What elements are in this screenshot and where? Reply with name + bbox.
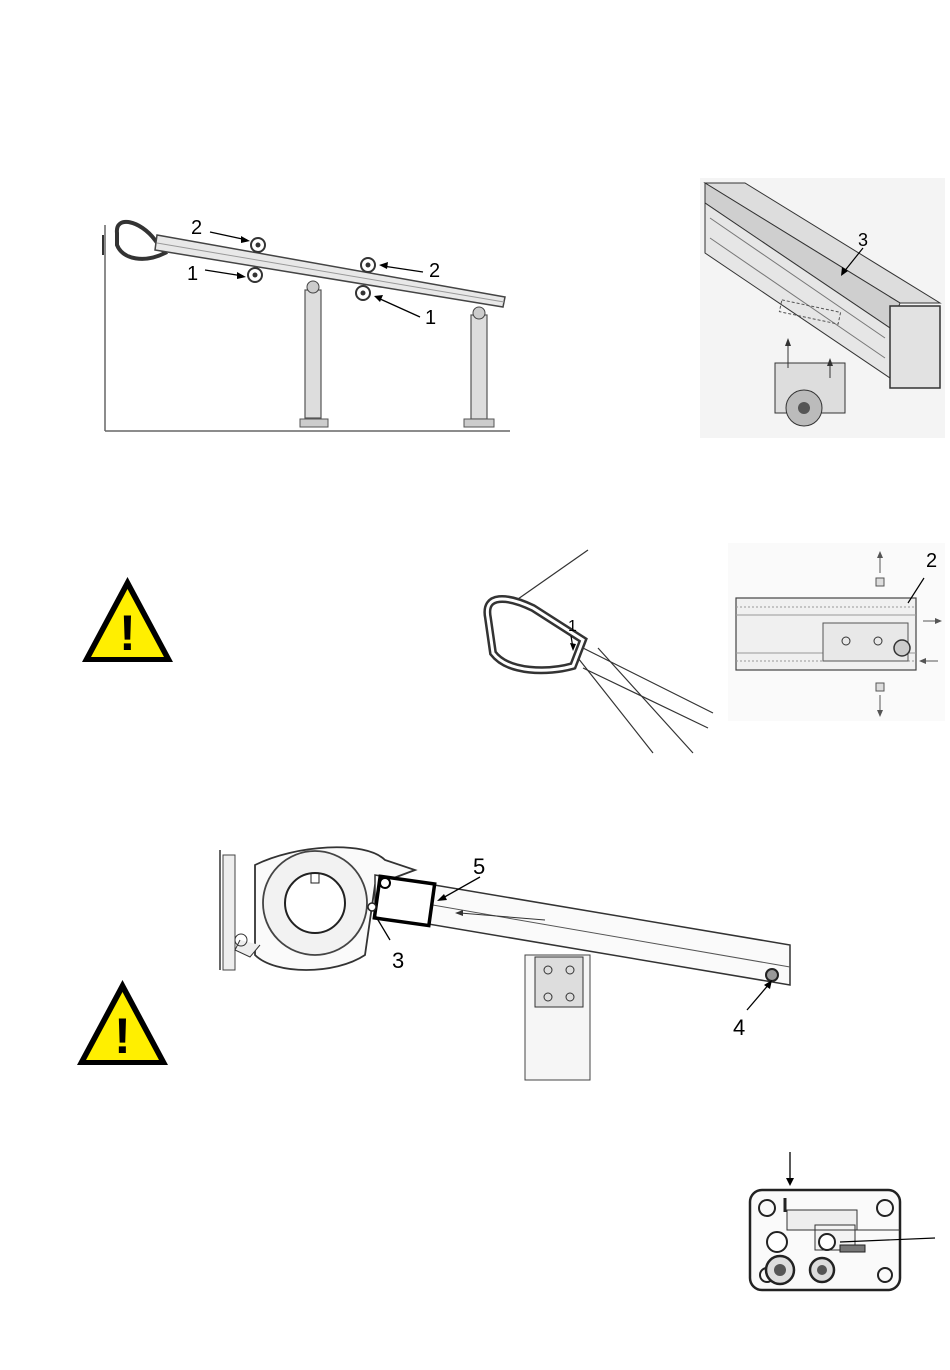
mechanism-detail-drawing	[745, 1150, 940, 1298]
callout-label: 2	[429, 260, 440, 282]
callout-label: 3	[858, 230, 868, 250]
beam-end-cap-figure: 1	[478, 548, 713, 753]
housing-cutaway-figure: 5 3 4	[215, 845, 800, 1080]
callout-label: 3	[392, 948, 404, 973]
beam-bottom-detail-figure: 3	[700, 178, 945, 438]
mechanism-detail-figure	[745, 1150, 940, 1298]
beam-section-drawing: 2	[728, 543, 945, 721]
bolt-marker	[361, 258, 375, 272]
beam-end-cap-drawing: 1	[478, 548, 713, 753]
callout-label: 2	[926, 550, 937, 572]
warning-sign: !	[80, 575, 175, 665]
callout-label: 1	[425, 307, 436, 329]
beam-bottom-detail-drawing: 3	[700, 178, 945, 438]
warning-glyph: !	[119, 605, 136, 661]
bolt-marker	[251, 238, 265, 252]
callout-label: 2	[191, 217, 202, 239]
callout-label: 5	[473, 854, 485, 879]
callout-label: 4	[733, 1015, 745, 1040]
housing-cutaway-drawing: 5 3 4	[215, 845, 800, 1080]
barrier-side-view-drawing: 2 1 2 1	[95, 205, 515, 435]
callout-label: 1	[187, 263, 198, 285]
bolt-marker	[356, 286, 370, 300]
barrier-side-view-figure: 2 1 2 1	[95, 205, 515, 435]
beam-section-figure: 2	[728, 543, 945, 721]
warning-triangle-icon: !	[80, 575, 175, 665]
warning-sign: !	[75, 978, 170, 1068]
bolt-marker	[248, 268, 262, 282]
warning-triangle-icon: !	[75, 978, 170, 1068]
callout-label: 1	[568, 618, 577, 635]
warning-glyph: !	[114, 1008, 131, 1064]
